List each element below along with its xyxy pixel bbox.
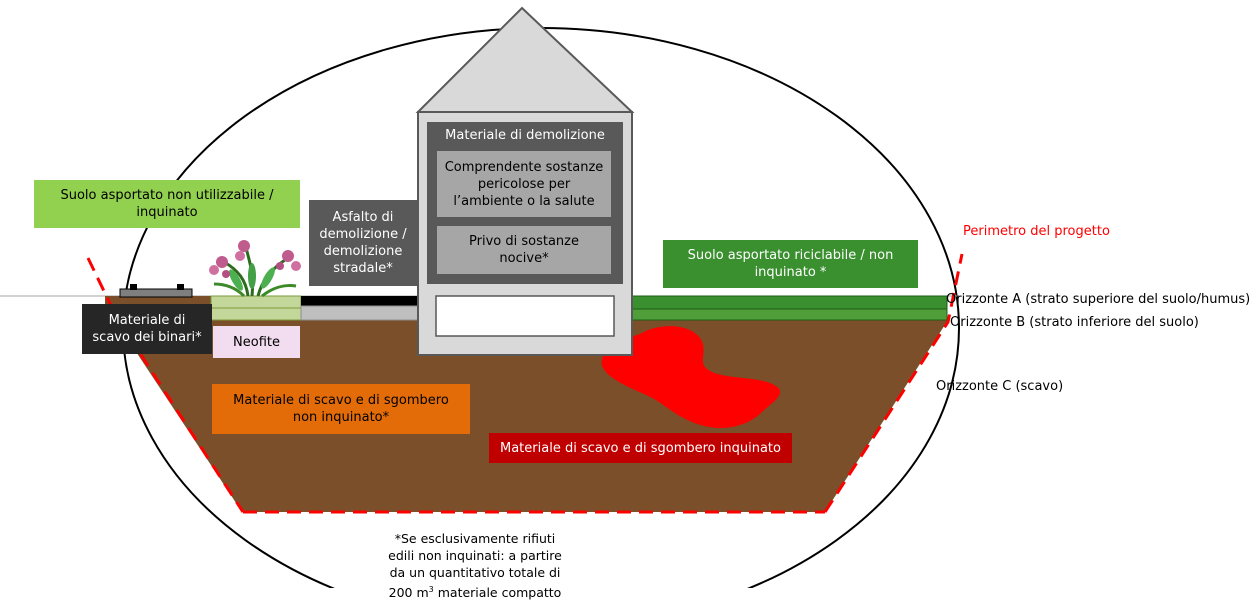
rail-left: [130, 284, 137, 290]
asphalt-gray-layer: [300, 305, 419, 321]
recyclable-topsoil-label: Suolo asportato riciclabile / non inquin…: [663, 240, 918, 288]
no-harmful-substances-label: Privo di sostanze nocive*: [437, 226, 611, 274]
project-perimeter-right: [823, 253, 964, 513]
rail-sleeper: [119, 288, 193, 298]
demolition-asphalt-label: Asfalto di demolizione / demolizione str…: [309, 200, 417, 286]
horizon-b-label: Orizzonte B (strato inferiore del suolo): [950, 315, 1199, 330]
uncontaminated-excavation-label: Materiale di scavo e di sgombero non inq…: [212, 384, 470, 434]
soil-horizon-c: [115, 320, 948, 512]
horizon-c-label: Orizzonte C (scavo): [936, 379, 1064, 394]
unusable-topsoil-label: Suolo asportato non utilizzabile / inqui…: [34, 180, 300, 228]
asphalt-black-layer: [301, 296, 418, 306]
footnote-line2: materiale compatto: [433, 585, 562, 600]
neofite-label: Neofite: [213, 326, 300, 358]
building-basement: [435, 295, 615, 337]
orizzonte-b-layer: [631, 308, 948, 321]
neofite-topsoil-b: [210, 307, 302, 321]
hazardous-substances-label: Comprendente sostanze pericolose per l’a…: [437, 151, 611, 217]
rail-right: [177, 284, 184, 290]
orizzonte-a-layer: [631, 295, 948, 310]
building-roof: [415, 6, 635, 113]
rail-excavation-label: Materiale di scavo dei binari*: [82, 304, 212, 354]
horizon-a-label: Orizzonte A (strato superiore del suolo/…: [946, 292, 1251, 307]
project-perimeter-label: Perimetro del progetto: [963, 224, 1110, 239]
neofite-plant-icon: [209, 240, 301, 298]
demolition-materials-title: Materiale di demolizione: [445, 127, 605, 143]
footnote-text: *Se esclusivamente rifiuti edili non inq…: [380, 530, 570, 601]
contaminated-excavation-label: Materiale di scavo e di sgombero inquina…: [489, 433, 792, 463]
contaminated-soil-blob: [601, 326, 781, 428]
neofite-topsoil-a: [210, 295, 302, 309]
